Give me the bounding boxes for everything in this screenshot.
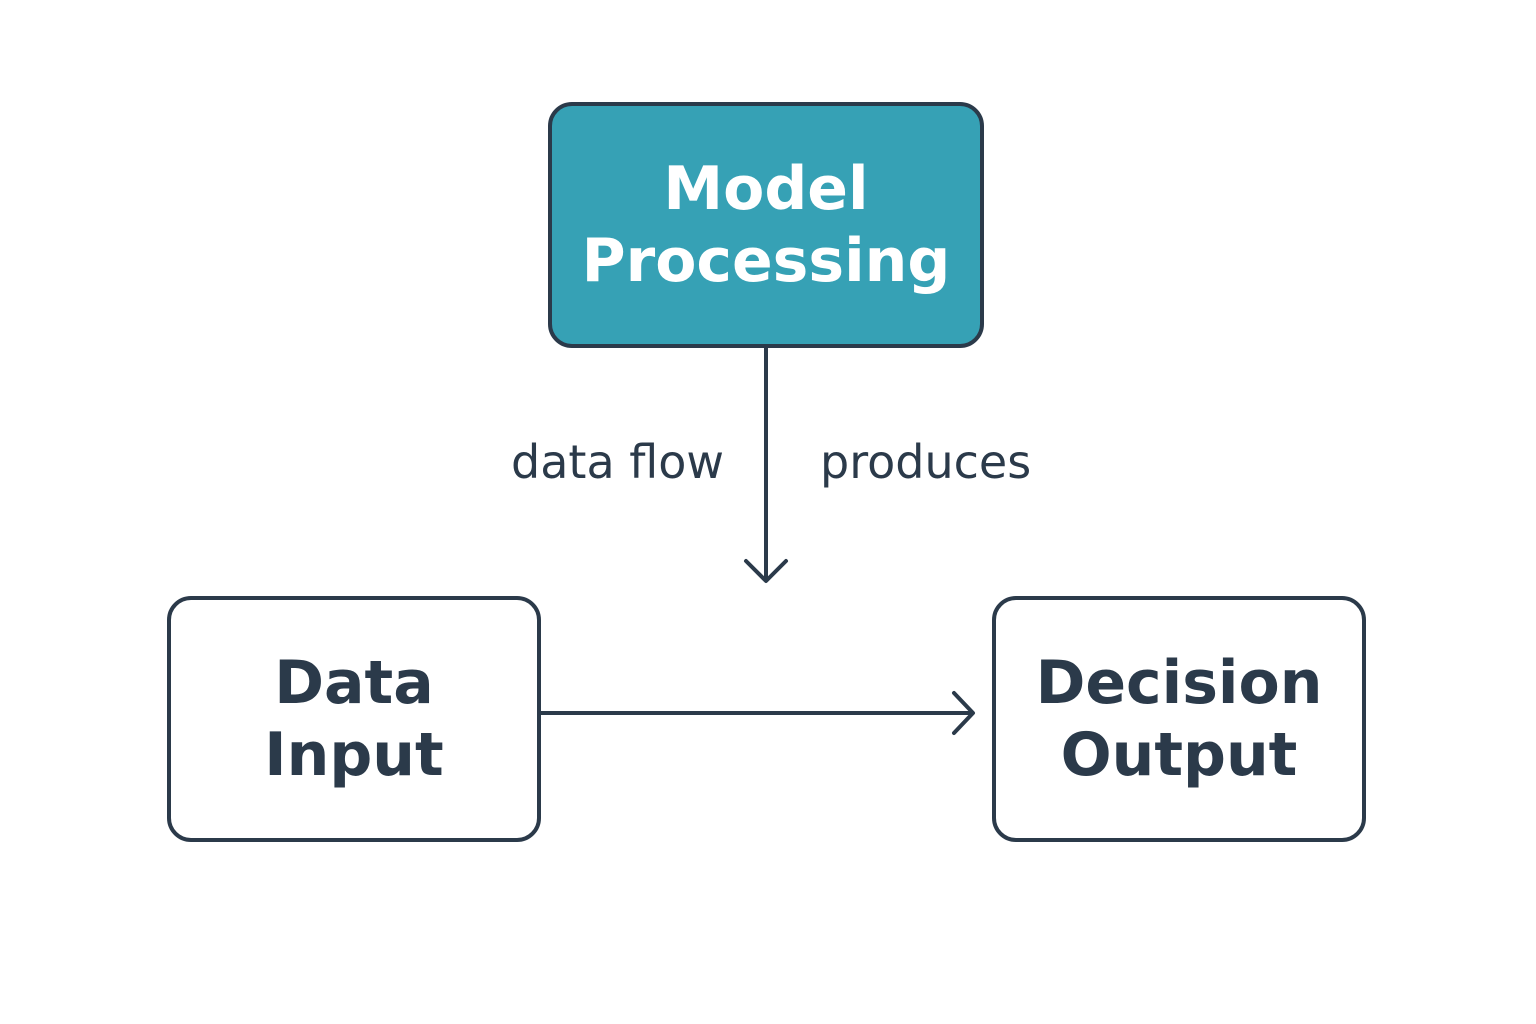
down-arrowhead-icon — [744, 559, 788, 583]
node-model-processing-label: Model Processing — [581, 154, 951, 296]
node-model-processing: Model Processing — [548, 102, 984, 348]
edge-label-produces: produces — [820, 435, 1032, 489]
node-decision-output: Decision Output — [992, 596, 1366, 842]
right-arrowhead-icon — [952, 691, 975, 735]
node-data-input: Data Input — [167, 596, 541, 842]
node-data-input-label: Data Input — [264, 648, 444, 790]
edge-label-data-flow: data flow — [511, 435, 724, 489]
node-decision-output-label: Decision Output — [1035, 648, 1323, 790]
